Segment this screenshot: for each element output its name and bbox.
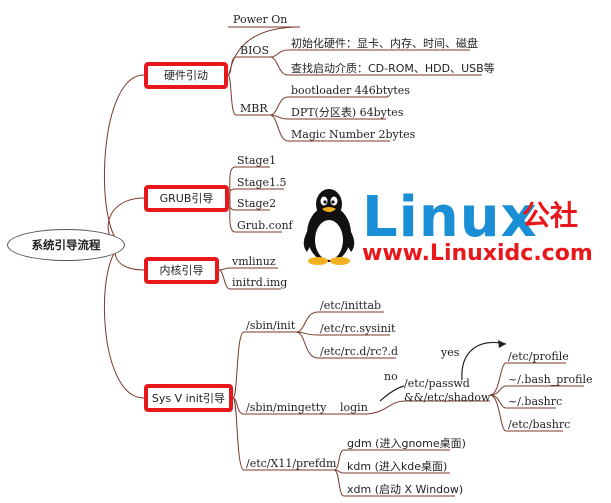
root-node: 系统引导流程 — [7, 229, 125, 261]
bios-item: 查找启动介质：CD-ROM、HDD、USB等 — [291, 62, 495, 75]
grub-item: Stage2 — [237, 197, 277, 210]
profile-item: /etc/bashrc — [508, 418, 571, 431]
mbr-item: DPT(分区表) 64bytes — [291, 106, 404, 119]
login-label: login — [340, 401, 368, 414]
logo-brand-cn: 公社 — [522, 199, 579, 232]
kernel-item: initrd.img — [232, 276, 288, 289]
sbin-init-item: /etc/inittab — [320, 299, 382, 312]
mbr-item: Magic Number 2bytes — [291, 128, 416, 141]
prefdm-label: /etc/X11/prefdm — [246, 457, 337, 470]
mbr-item: bootloader 446btytes — [291, 84, 410, 97]
grub-item: Grub.conf — [237, 219, 293, 232]
tux-penguin-icon — [303, 189, 355, 265]
grub-item: Stage1.5 — [237, 176, 287, 189]
grub-boot-node: GRUB引导 — [144, 185, 229, 212]
bios-label: BIOS — [240, 44, 269, 57]
logo-url: www.Linuxidc.com — [362, 241, 593, 266]
grub-item: Stage1 — [237, 154, 277, 167]
profile-item: /etc/profile — [508, 350, 569, 363]
profile-item: ~/.bash_profile — [508, 373, 593, 386]
prefdm-item: xdm (启动 X Window) — [347, 483, 464, 496]
mbr-label: MBR — [240, 102, 268, 115]
prefdm-item: kdm (进入kde桌面) — [347, 460, 448, 473]
sysv-init-node: Sys V init引导 — [144, 384, 233, 412]
shadow-label: &&/etc/shadow — [404, 391, 491, 404]
passwd-label: /etc/passwd — [404, 377, 470, 390]
prefdm-item: gdm (进入gnome桌面) — [347, 437, 466, 450]
sbin-init-item: /etc/rc.d/rc?.d — [320, 345, 399, 358]
yes-label: yes — [441, 346, 460, 359]
hardware-boot-node: 硬件引动 — [144, 62, 228, 89]
kernel-boot-node: 内核引导 — [144, 257, 219, 284]
sbin-init-item: /etc/rc.sysinit — [320, 322, 396, 335]
bios-item: 初始化硬件：显卡、内存、时间、磁盘 — [291, 37, 478, 50]
no-label: no — [384, 370, 398, 383]
sbin-init-label: /sbin/init — [246, 319, 296, 332]
mingetty-label: /sbin/mingetty — [246, 401, 327, 414]
power-on-label: Power On — [233, 13, 288, 26]
logo-brand: Linux — [362, 185, 538, 250]
profile-item: ~/.bashrc — [508, 395, 563, 408]
kernel-item: vmlinuz — [232, 255, 276, 268]
